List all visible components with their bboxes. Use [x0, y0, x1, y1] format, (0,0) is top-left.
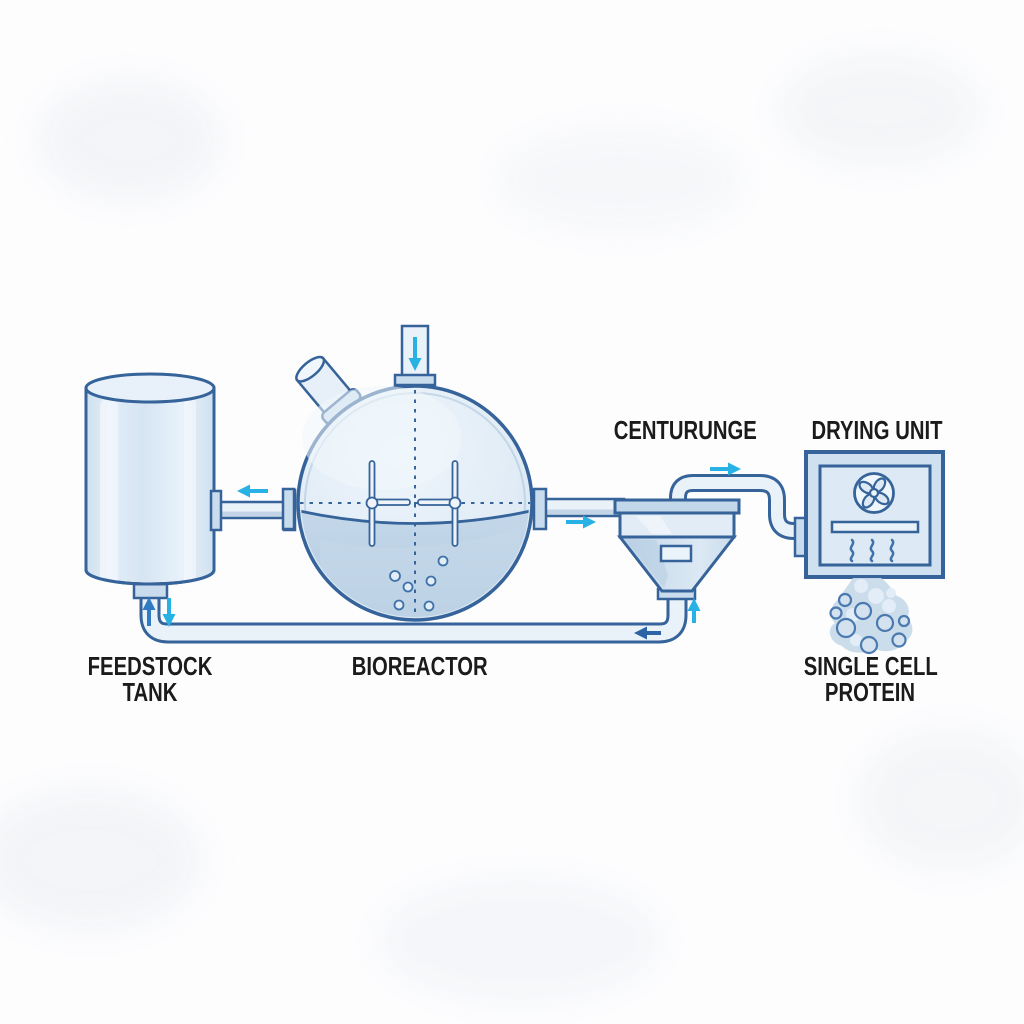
dryer-slot-vent [830, 520, 920, 534]
arrow-right-to-centrifuge [566, 515, 596, 529]
feedstock-tank [84, 372, 216, 600]
pipe-tank-to-bioreactor [212, 500, 292, 520]
tank-glass-highlight [100, 398, 118, 588]
label-product-line1: SINGLE CELL [803, 651, 938, 681]
heat-waves-icon [849, 538, 895, 563]
flow-arrows [142, 337, 741, 640]
label-feedstock-tank: FEEDSTOCK TANK [84, 653, 217, 705]
pipe-centrifuge-to-dryer [669, 474, 801, 540]
label-centrifuge: CENTURUNGE [613, 415, 757, 445]
arrow-left-return-pipe [634, 626, 661, 640]
fan-icon [853, 472, 895, 514]
centrifuge-port [659, 544, 693, 563]
drying-unit [793, 450, 945, 579]
arrow-up-tank-outlet [142, 597, 156, 626]
label-bioreactor: BIOREACTOR [351, 651, 488, 681]
arrow-left-to-tank [237, 484, 268, 498]
label-product-line2: PROTEIN [824, 677, 916, 707]
pipe-bioreactor-to-centrifuge [542, 497, 626, 518]
arrow-down-top-inlet [408, 337, 422, 371]
bioreactor [281, 324, 548, 622]
glass-highlight [302, 386, 462, 490]
label-drying-unit: DRYING UNIT [811, 415, 943, 445]
dashed-axes [300, 390, 530, 615]
impellers [365, 460, 462, 547]
label-feedstock-line2: TANK [122, 677, 178, 707]
tank-outlet-flange [132, 582, 169, 600]
centrifuge [613, 498, 741, 601]
bioreactor-left-flange [281, 487, 296, 531]
centrifuge-lid [613, 498, 741, 515]
bioreactor-liquid [301, 508, 529, 617]
arrow-up-centrifuge-outlet [687, 598, 701, 623]
bioreactor-right-flange [532, 487, 548, 531]
arrow-down-tank-outlet [162, 598, 176, 627]
background-texture [0, 55, 1024, 1000]
arrow-right-to-dryer [710, 462, 741, 476]
label-feedstock-line1: FEEDSTOCK [87, 651, 213, 681]
bubbles [389, 555, 449, 612]
label-single-cell-protein: SINGLE CELL PROTEIN [803, 651, 938, 707]
single-cell-protein-powder [829, 578, 913, 655]
